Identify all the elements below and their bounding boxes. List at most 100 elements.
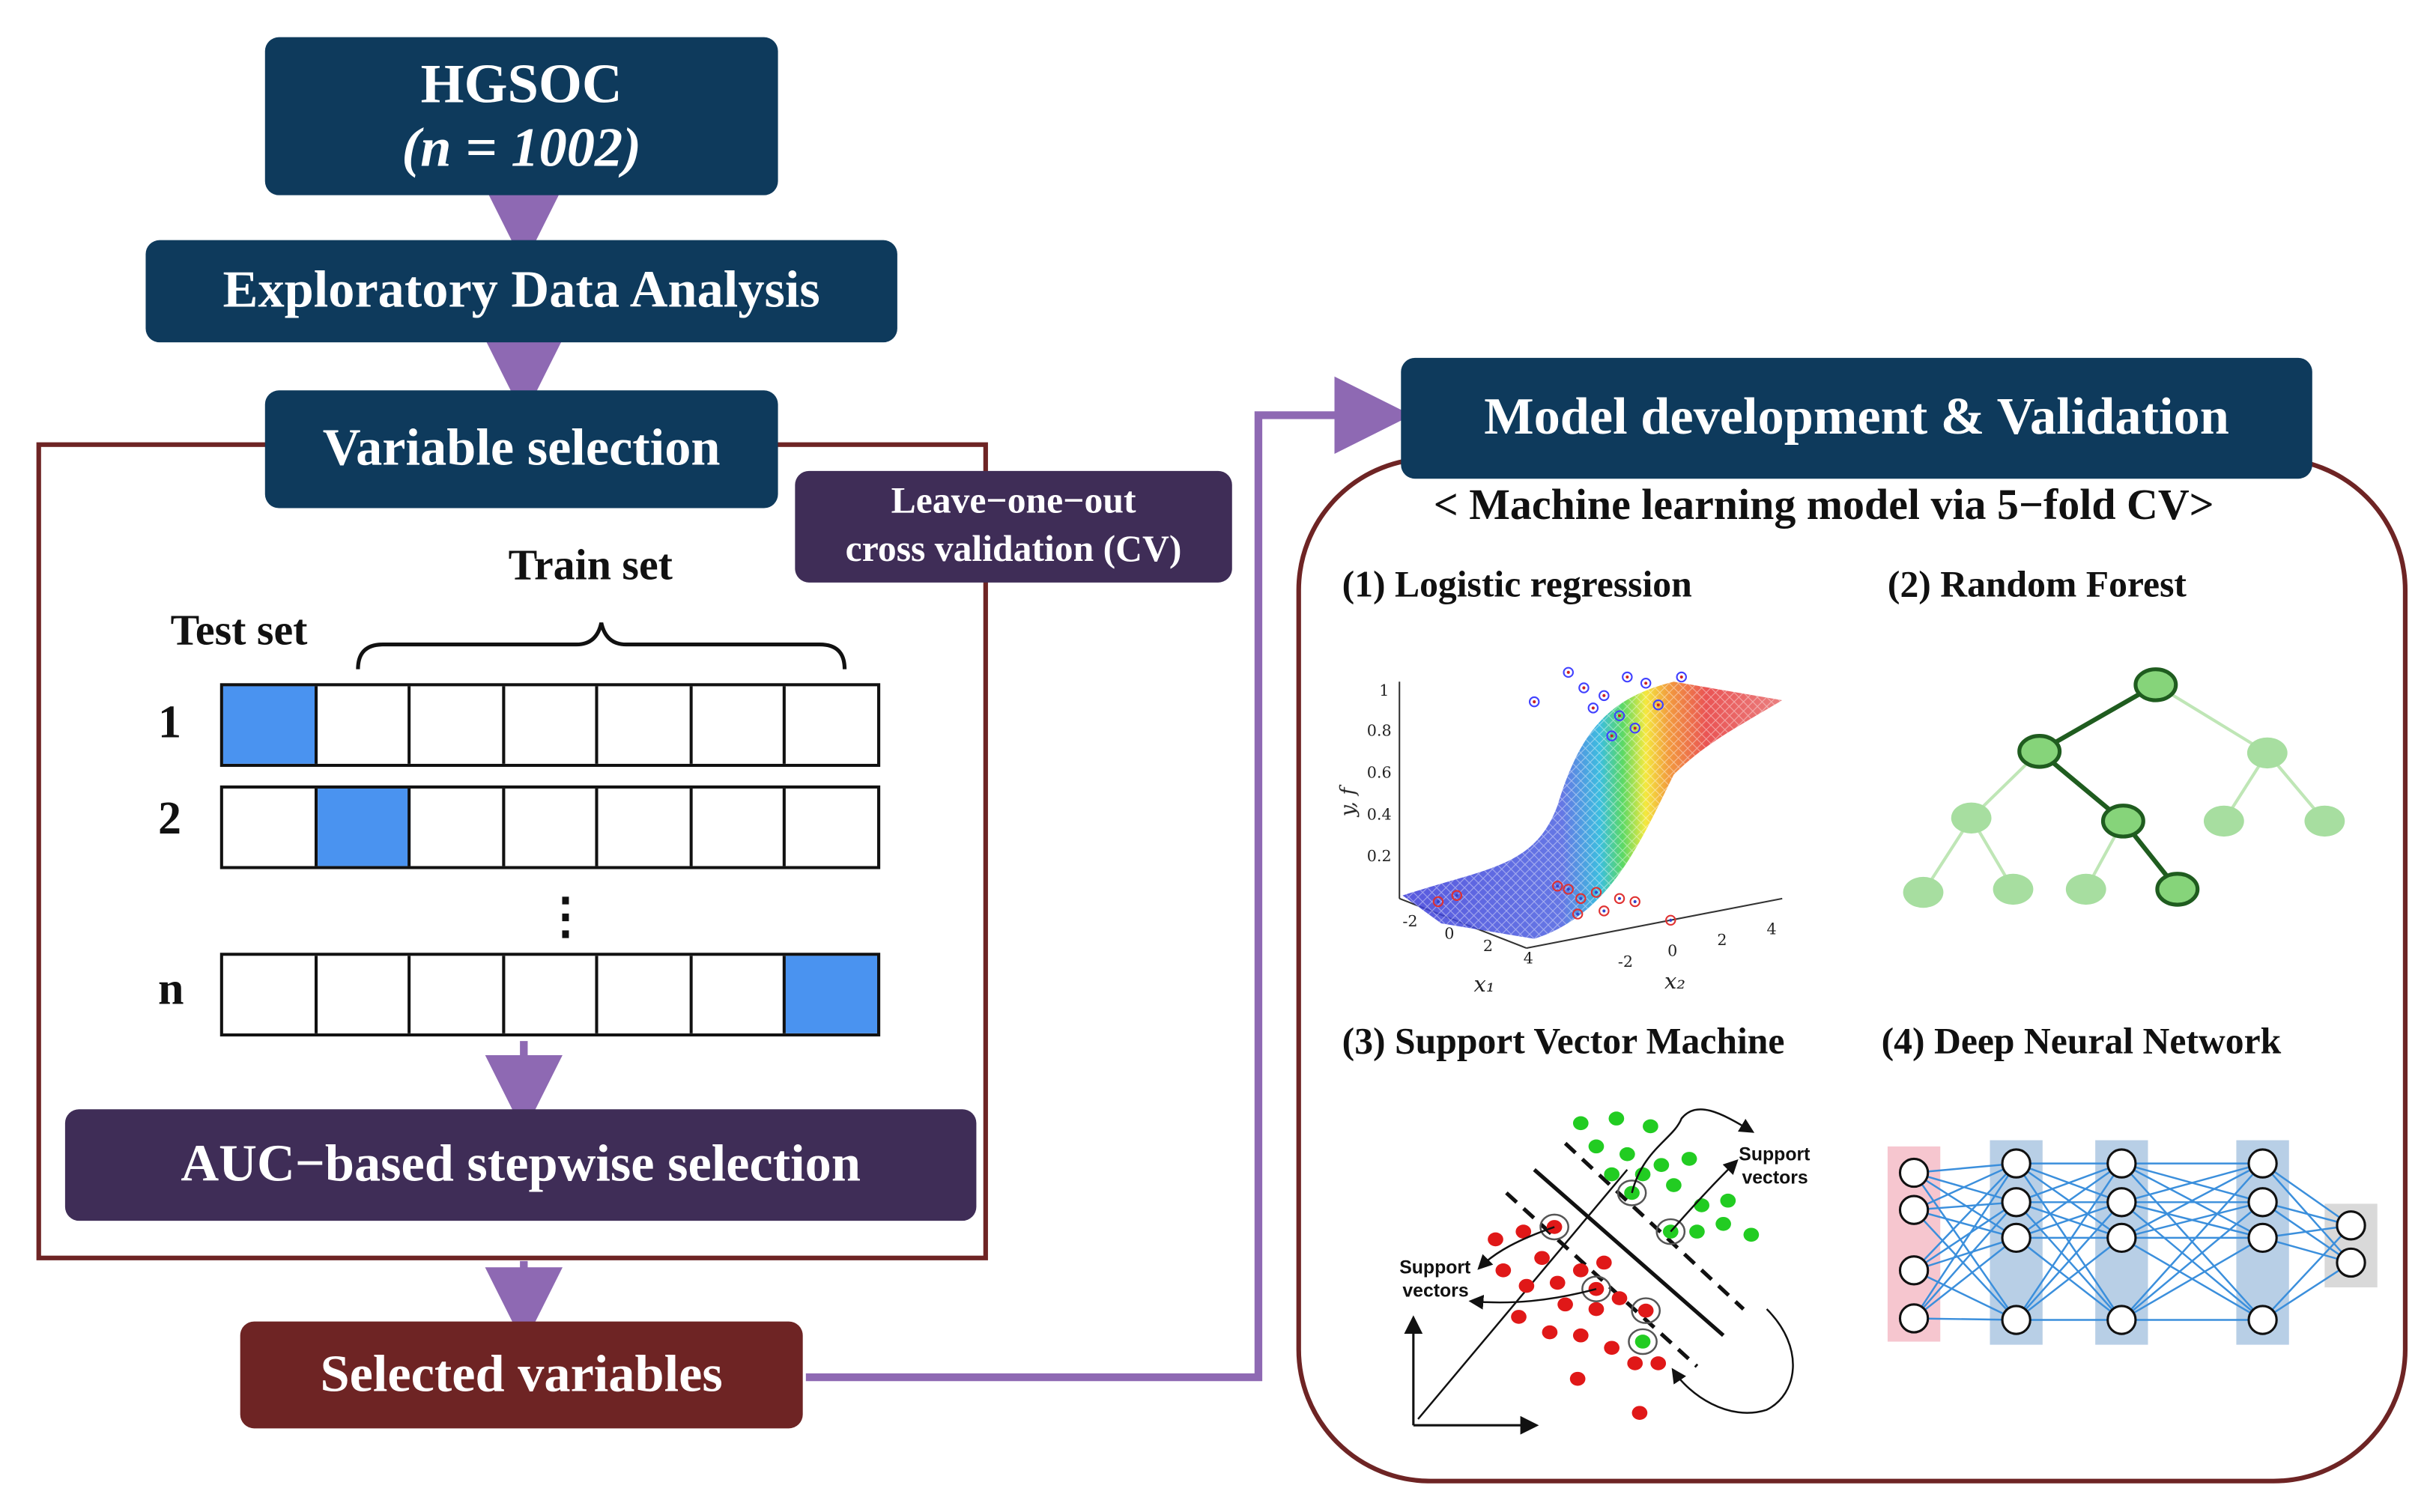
svm-point-green	[1604, 1167, 1620, 1182]
data-point	[1599, 905, 1610, 917]
data-point	[1575, 893, 1587, 905]
x1-tick-label: 0	[1444, 925, 1454, 943]
x1-tick-label: -2	[1402, 912, 1417, 930]
loocv-line-2: cross validation (CV)	[845, 529, 1182, 571]
svm-point-green	[1715, 1216, 1731, 1231]
svm-diagonal	[1417, 1169, 1628, 1420]
data-point	[1563, 884, 1574, 895]
sv-label-left-line1: Support	[1399, 1257, 1470, 1278]
y-tick-label: 0.2	[1367, 847, 1392, 865]
tree-node	[1993, 873, 2034, 905]
test-fold-cell	[222, 686, 318, 764]
data-point	[1614, 710, 1625, 721]
data-point	[1552, 881, 1563, 892]
svm-margin-upper	[1563, 1141, 1745, 1311]
svm-point-red	[1572, 1328, 1589, 1343]
tree-node	[2304, 805, 2345, 837]
logistic-data-points	[1432, 667, 1687, 926]
data-point	[1587, 702, 1599, 714]
tree-node	[1951, 802, 1992, 834]
x1-tick-labels: -2 0 2 4	[1402, 912, 1533, 968]
train-fold-cell	[599, 788, 693, 866]
data-point	[1578, 682, 1590, 693]
model-label-svm: (3) Support Vector Machine	[1342, 1022, 1785, 1063]
model-label-logistic: (1) Logistic regression	[1342, 565, 1692, 606]
data-point	[1629, 723, 1640, 734]
x1-tick-label: 4	[1524, 950, 1533, 968]
svm-point-green	[1681, 1152, 1697, 1166]
neuron	[2106, 1222, 2137, 1254]
data-point	[1606, 730, 1617, 741]
tree-node	[2246, 737, 2288, 769]
train-fold-cell	[692, 956, 787, 1033]
data-point	[1451, 890, 1463, 901]
svm-hyperplane	[1533, 1168, 1725, 1338]
tree-node-path	[2100, 804, 2145, 839]
train-fold-cell	[692, 788, 787, 866]
support-vector	[1588, 1281, 1605, 1296]
data-point	[1572, 908, 1584, 920]
svm-point-red	[1549, 1275, 1566, 1290]
data-point	[1640, 678, 1652, 689]
svm-point-green	[1588, 1139, 1605, 1154]
data-point	[1614, 893, 1625, 905]
neuron	[1898, 1303, 1930, 1334]
train-fold-cell	[504, 956, 599, 1033]
support-vector	[1637, 1303, 1654, 1318]
data-point	[1599, 690, 1610, 702]
x2-tick-label: 4	[1767, 920, 1777, 938]
x2-tick-label: -2	[1618, 953, 1633, 971]
tree-node-path	[2155, 872, 2200, 907]
tree-node-path	[2017, 734, 2062, 769]
dnn-neurons	[1898, 1148, 2366, 1335]
tree-node-path	[2133, 667, 2178, 702]
cohort-box: HGSOC (n = 1002)	[264, 37, 778, 195]
svm-point-red	[1511, 1310, 1527, 1324]
data-point	[1622, 671, 1633, 683]
model-panel-subtitle: < Machine learning model via 5−fold CV>	[1433, 482, 2214, 530]
y-tick-label: 0.6	[1367, 763, 1392, 781]
train-fold-cell	[410, 686, 505, 764]
fold-row	[219, 953, 881, 1036]
svm-point-green	[1608, 1111, 1625, 1126]
neuron	[2001, 1222, 2031, 1254]
train-fold-cell	[317, 686, 411, 764]
cohort-count: (n = 1002)	[402, 116, 642, 178]
neuron	[2001, 1148, 2031, 1179]
support-vector	[1546, 1220, 1563, 1234]
tree-node	[2203, 805, 2244, 837]
train-fold-cell	[692, 686, 787, 764]
train-fold-cell	[599, 686, 693, 764]
neuron	[2001, 1187, 2031, 1218]
sv-label-left-line2: vectors	[1402, 1281, 1468, 1302]
train-fold-cell	[222, 788, 318, 866]
neuron	[1898, 1255, 1930, 1286]
train-fold-cell	[410, 956, 505, 1033]
arrow-selected-to-model	[805, 376, 1412, 1382]
test-fold-cell	[317, 788, 411, 866]
svm-point-red	[1542, 1325, 1558, 1340]
svm-point-green	[1743, 1227, 1760, 1242]
svm-point-green	[1720, 1193, 1736, 1208]
train-fold-cell	[222, 956, 318, 1033]
train-fold-cell	[410, 788, 505, 866]
y-tick-label: 0.4	[1367, 805, 1392, 823]
data-point	[1590, 887, 1602, 898]
train-fold-cell	[504, 686, 599, 764]
svm-point-green	[1643, 1119, 1658, 1134]
neuron	[1898, 1157, 1930, 1188]
svm-point-green	[1634, 1167, 1651, 1182]
data-point	[1528, 696, 1540, 708]
dnn-connections	[1913, 1162, 2352, 1321]
svm-margin-lower	[1505, 1191, 1699, 1368]
model-label-random-forest: (2) Random Forest	[1887, 565, 2187, 606]
train-fold-cell	[786, 686, 878, 764]
data-point	[1563, 667, 1574, 678]
neuron	[2001, 1305, 2031, 1335]
svm-point-red	[1534, 1251, 1550, 1266]
svm-point-red	[1588, 1302, 1605, 1317]
svm-point-red	[1572, 1263, 1589, 1278]
variable-selection-box: Variable selection	[264, 390, 778, 508]
